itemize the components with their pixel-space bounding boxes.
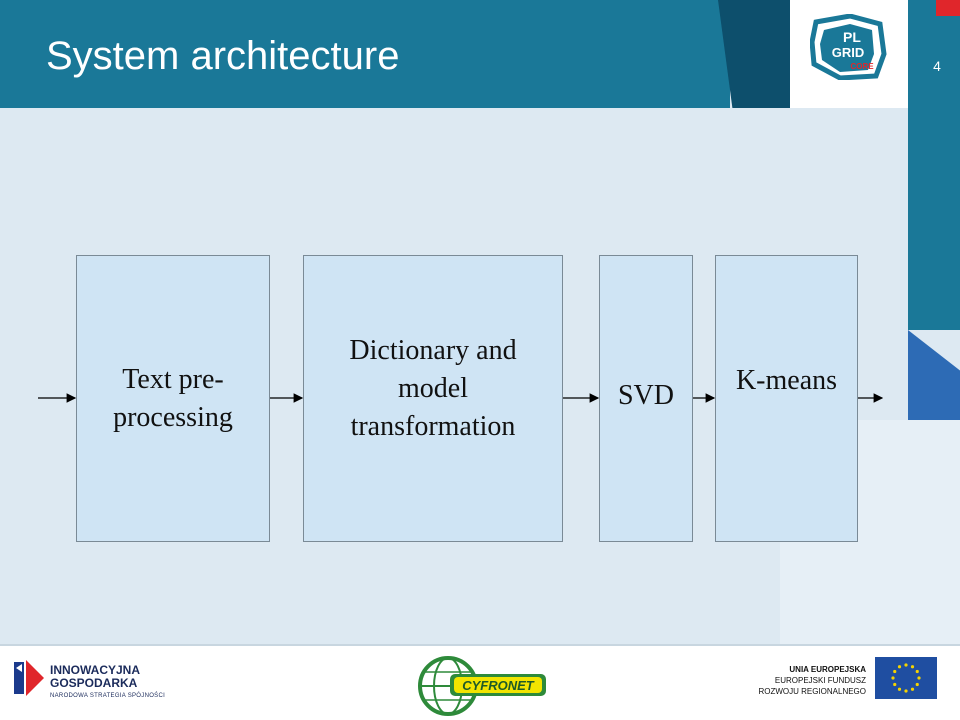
right-red-accent (936, 0, 960, 16)
eu-star (915, 682, 919, 687)
eu-line3: ROZWOJU REGIONALNEGO (758, 687, 866, 696)
eu-star (897, 687, 902, 691)
slide-header (0, 0, 730, 108)
box-label: Text pre- processing (113, 363, 233, 433)
eu-flag-icon (875, 657, 937, 699)
eu-star (910, 687, 915, 691)
box-label: Dictionary and model transformation (349, 334, 517, 442)
innowacyjna-gospodarka-logo: INNOWACYJNA GOSPODARKA NARODOWA STRATEGI… (50, 664, 165, 703)
ig-line1: INNOWACYJNA (50, 663, 141, 677)
eu-line1: UNIA EUROPEJSKA (789, 665, 866, 674)
page-number: 4 (933, 58, 941, 74)
eu-star (917, 676, 921, 680)
cyfronet-logo: CYFRONET (418, 656, 546, 716)
ig-line2: GOSPODARKA (50, 676, 138, 690)
box-text-preprocessing: Text pre- processing (76, 255, 270, 542)
eu-star (910, 665, 915, 669)
eu-star (893, 669, 897, 674)
eu-star (893, 682, 897, 687)
eu-star (904, 663, 908, 667)
box-svd: SVD (599, 255, 693, 542)
eu-line2: EUROPEJSKI FUNDUSZ (774, 676, 866, 685)
box-dictionary-model-transformation: Dictionary and model transformation (303, 255, 563, 542)
eu-star (891, 676, 895, 680)
eu-fund-text: UNIA EUROPEJSKA EUROPEJSKI FUNDUSZ ROZWO… (740, 664, 866, 697)
plgrid-logo: PL GRID CORE (810, 14, 887, 80)
plgrid-logo-line3: CORE (850, 62, 874, 71)
box-label: K-means (735, 364, 838, 396)
footer-divider (0, 644, 960, 646)
eu-star (897, 665, 902, 669)
eu-star (904, 689, 908, 693)
plgrid-logo-line1: PL (843, 29, 861, 45)
eu-star (915, 669, 919, 674)
innowacyjna-gospodarka-logo-icon (14, 660, 44, 696)
slide-title: System architecture (46, 34, 400, 78)
box-label: SVD (617, 379, 674, 411)
cyfronet-logo-text: CYFRONET (462, 678, 535, 693)
ig-line3: NARODOWA STRATEGIA SPÓJNOŚCI (50, 693, 166, 699)
box-k-means: K-means (715, 255, 858, 542)
plgrid-logo-line2: GRID (832, 45, 865, 60)
right-color-strip (908, 0, 960, 330)
